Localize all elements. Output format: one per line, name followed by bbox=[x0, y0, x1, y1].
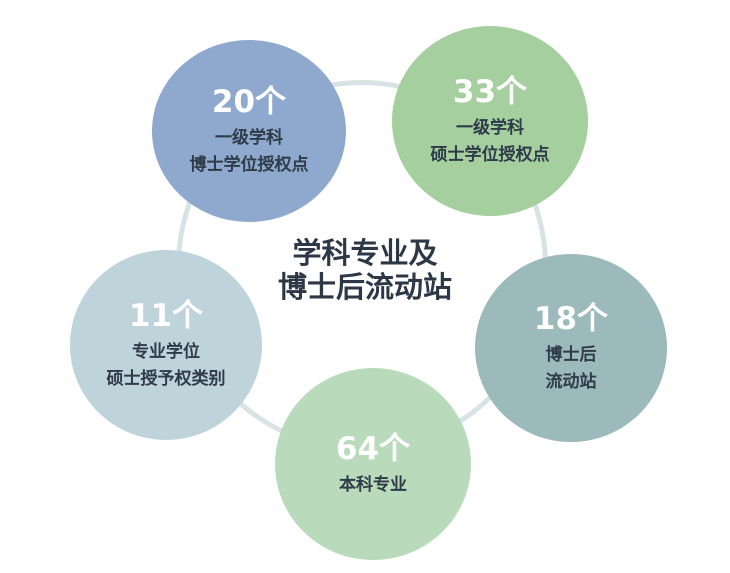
node-label: 流动站 bbox=[545, 372, 597, 392]
node-count: 64个 bbox=[335, 430, 411, 467]
node-label: 硕士授予权类别 bbox=[106, 369, 226, 389]
node-master-degree-points: 33个 一级学科 硕士学位授权点 bbox=[392, 26, 588, 216]
node-count: 11个 bbox=[128, 298, 204, 334]
center-title: 学科专业及 博士后流动站 bbox=[215, 236, 515, 304]
node-professional-degree-categories: 11个 专业学位 硕士授予权类别 bbox=[70, 250, 262, 440]
node-count: 20个 bbox=[211, 84, 287, 120]
node-label: 一级学科 bbox=[215, 128, 283, 148]
node-undergraduate-majors: 64个 本科专业 bbox=[275, 368, 471, 560]
node-label: 硕士学位授权点 bbox=[430, 145, 550, 165]
node-label: 博士后 bbox=[545, 345, 597, 365]
node-count: 33个 bbox=[452, 74, 528, 110]
node-label: 本科专业 bbox=[339, 474, 407, 495]
title-line-1: 学科专业及 bbox=[292, 236, 438, 270]
node-count: 18个 bbox=[533, 301, 609, 337]
node-postdoc-stations: 18个 博士后 流动站 bbox=[475, 254, 667, 442]
node-doctoral-degree-points: 20个 一级学科 博士学位授权点 bbox=[152, 40, 346, 222]
node-label: 一级学科 bbox=[456, 118, 524, 138]
node-label: 博士学位授权点 bbox=[189, 155, 309, 175]
title-line-2: 博士后流动站 bbox=[277, 270, 452, 304]
node-label: 专业学位 bbox=[132, 342, 200, 362]
